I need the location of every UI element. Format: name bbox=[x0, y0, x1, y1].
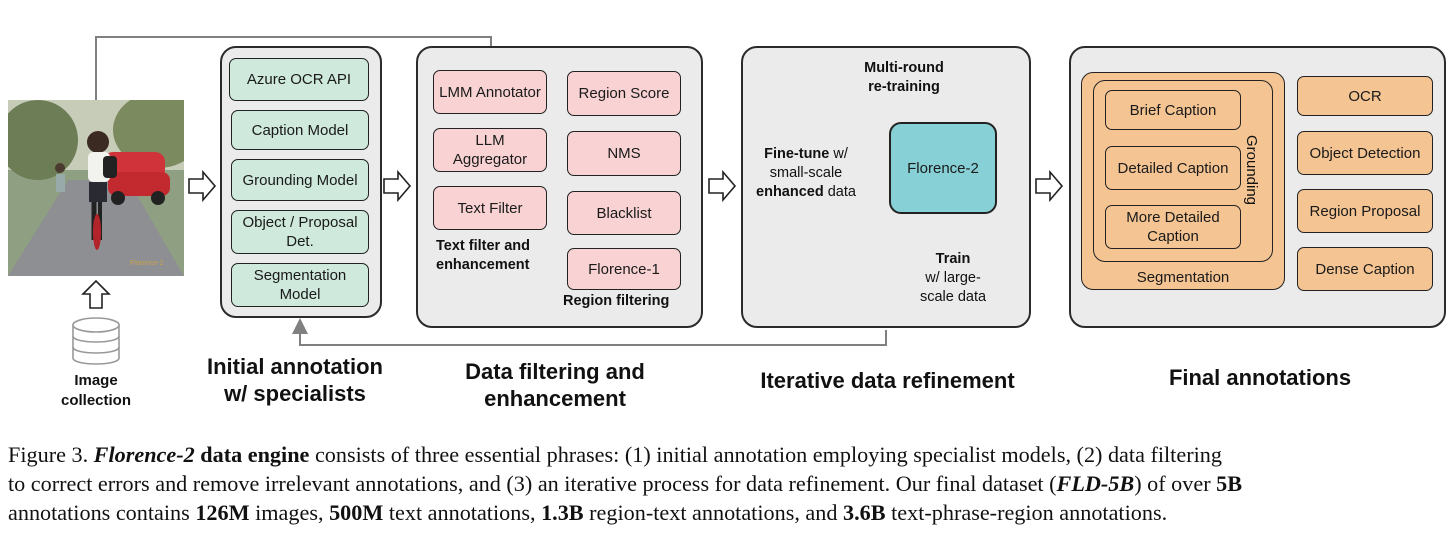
text-filter-box: Text Filter bbox=[433, 186, 547, 230]
detailed-caption-box: Detailed Caption bbox=[1105, 146, 1241, 190]
multi-round-line2: re-training bbox=[868, 79, 940, 95]
collection-up-arrow bbox=[81, 279, 111, 309]
final-annotations-title: Final annotations bbox=[1168, 365, 1352, 390]
image-collection-label: Image collection bbox=[40, 371, 152, 411]
caption-1-3b: 1.3B bbox=[541, 500, 584, 525]
train-bold: Train bbox=[935, 251, 971, 267]
caption-florence-name: Florence-2 bbox=[93, 442, 195, 467]
cyclist-photo-illustration bbox=[8, 100, 184, 276]
caption-data-engine: data engine bbox=[194, 442, 310, 467]
object-proposal-box: Object / Proposal Det. bbox=[231, 210, 369, 254]
object-detection-box: Object Detection bbox=[1297, 131, 1433, 175]
caption-line2-text: to correct errors and remove irrelevant … bbox=[8, 471, 1057, 496]
more-detailed-caption-box: More Detailed Caption bbox=[1105, 205, 1241, 249]
caption-line2-mid: ) of over bbox=[1134, 471, 1217, 496]
text-filter-label-line2: enhancement bbox=[436, 257, 530, 273]
finetune-bold: Fine-tune bbox=[764, 146, 830, 162]
florence-1-box: Florence-1 bbox=[567, 248, 681, 290]
text-filter-label: Text filter and enhancement bbox=[436, 237, 556, 275]
segmentation-label: Segmentation bbox=[1136, 269, 1230, 286]
photo-watermark: Florence-2 bbox=[130, 260, 164, 267]
dense-caption-box: Dense Caption bbox=[1297, 247, 1433, 291]
blacklist-box: Blacklist bbox=[567, 191, 681, 235]
caption-l3c: images, bbox=[249, 500, 330, 525]
caption-fld5b: FLD-5B bbox=[1056, 471, 1135, 496]
caption-line-3: annotations contains 126M images, 500M t… bbox=[8, 498, 1448, 527]
finetune-line1: Fine-tune w/ bbox=[748, 145, 864, 164]
text-filter-label-line1: Text filter and bbox=[436, 238, 530, 254]
grounding-label: Grounding bbox=[1243, 134, 1260, 206]
filtering-title-line2: enhancement bbox=[484, 386, 626, 411]
lmm-annotator-box: LMM Annotator bbox=[433, 70, 547, 114]
image-collection-line1: Image bbox=[74, 372, 118, 389]
caption-l3g: region-text annotations, and bbox=[583, 500, 844, 525]
filtering-title-line1: Data filtering and bbox=[465, 359, 645, 384]
stage-arrow-1 bbox=[188, 169, 217, 203]
nms-box: NMS bbox=[567, 131, 681, 176]
figure-caption: Figure 3. Florence-2 data engine consist… bbox=[8, 440, 1448, 527]
train-line3: scale data bbox=[919, 289, 987, 305]
caption-126m: 126M bbox=[195, 500, 250, 525]
ocr-box: OCR bbox=[1297, 76, 1433, 116]
caption-500m: 500M bbox=[329, 500, 384, 525]
caption-3-6b: 3.6B bbox=[843, 500, 886, 525]
initial-title-line2: w/ specialists bbox=[224, 381, 366, 406]
enhanced-bold: enhanced bbox=[756, 184, 824, 200]
multi-round-label: Multi-round re-training bbox=[846, 59, 962, 97]
sample-photo: Florence-2 bbox=[8, 100, 184, 276]
train-label: Train w/ large- scale data bbox=[904, 250, 1002, 307]
stage-arrow-3 bbox=[708, 169, 737, 203]
caption-l3a: annotations contains bbox=[8, 500, 196, 525]
finetune-label: Fine-tune w/ small-scale enhanced data bbox=[748, 145, 864, 202]
initial-annotation-title: Initial annotation w/ specialists bbox=[180, 353, 410, 407]
caption-line1-rest: consists of three essential phrases: (1)… bbox=[309, 442, 1222, 467]
llm-aggregator-box: LLM Aggregator bbox=[433, 128, 547, 172]
caption-line-2: to correct errors and remove irrelevant … bbox=[8, 469, 1448, 498]
data-filtering-title: Data filtering and enhancement bbox=[420, 358, 690, 412]
caption-5b: 5B bbox=[1216, 471, 1243, 496]
train-line2: w/ large- bbox=[925, 270, 981, 286]
caption-line-1: Figure 3. Florence-2 data engine consist… bbox=[8, 440, 1448, 469]
region-proposal-box: Region Proposal bbox=[1297, 189, 1433, 233]
initial-title-line1: Initial annotation bbox=[207, 354, 383, 379]
database-icon bbox=[72, 317, 120, 365]
region-score-box: Region Score bbox=[567, 71, 681, 116]
finetune-rest: w/ bbox=[829, 146, 848, 162]
stage-arrow-2 bbox=[383, 169, 412, 203]
iterative-refinement-title: Iterative data refinement bbox=[760, 368, 1015, 393]
multi-round-line1: Multi-round bbox=[864, 60, 944, 76]
region-filtering-label: Region filtering bbox=[563, 293, 670, 309]
azure-ocr-box: Azure OCR API bbox=[229, 58, 369, 101]
brief-caption-box: Brief Caption bbox=[1105, 90, 1241, 130]
caption-l3i: text-phrase-region annotations. bbox=[885, 500, 1168, 525]
finetune-line2: small-scale bbox=[769, 165, 843, 181]
segmentation-model-box: Segmentation Model bbox=[231, 263, 369, 307]
caption-l3e: text annotations, bbox=[383, 500, 542, 525]
stage-arrow-4 bbox=[1035, 169, 1064, 203]
grounding-model-box: Grounding Model bbox=[231, 159, 369, 201]
enhanced-rest: data bbox=[823, 184, 856, 200]
finetune-line3: enhanced data bbox=[748, 183, 864, 202]
florence-2-box: Florence-2 bbox=[889, 122, 997, 214]
image-collection-line2: collection bbox=[60, 392, 131, 409]
caption-fig-label: Figure 3. bbox=[8, 442, 94, 467]
caption-model-box: Caption Model bbox=[231, 110, 369, 150]
